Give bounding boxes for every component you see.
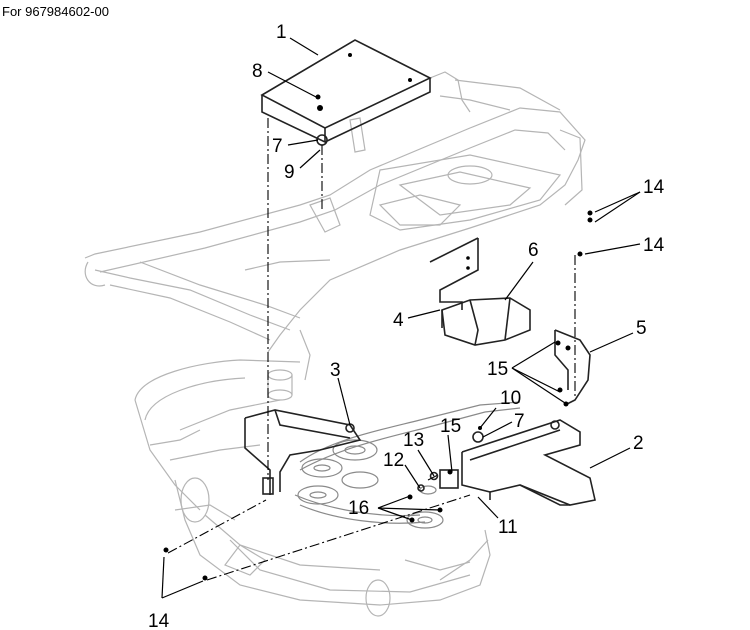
callout-11: 11: [498, 517, 518, 538]
mower-deck: [134, 359, 491, 617]
fastener: [555, 340, 561, 346]
part-1-cover-plate: [260, 39, 432, 144]
part-12-washer: [417, 484, 425, 492]
leader-lines: [161, 37, 641, 599]
callout-7: 7: [272, 136, 283, 157]
mounting-hole: [408, 78, 412, 82]
callout-13: 13: [403, 430, 424, 451]
callout-15: 15: [440, 416, 461, 437]
callout-5: 5: [636, 318, 647, 339]
part-14-bolt: [587, 210, 593, 216]
part-14-bolt: [587, 217, 593, 223]
callout-14: 14: [643, 177, 665, 198]
part-6-housing: [441, 297, 531, 346]
part-3-left-deck-bracket: [244, 409, 362, 495]
part-15-bolt: [447, 469, 453, 475]
part-8-screw: [317, 105, 323, 111]
callout-10: 10: [500, 388, 521, 409]
callout-8: 8: [252, 61, 263, 82]
part-2-right-deck-bracket: [439, 419, 596, 506]
callout-15: 15: [487, 359, 508, 380]
mounting-hole: [315, 94, 321, 100]
callout-9: 9: [284, 162, 295, 183]
part-14-bolt: [577, 251, 583, 257]
fastener: [565, 345, 571, 351]
mounting-hole: [348, 53, 352, 57]
mower-frame: [84, 71, 586, 401]
document-reference: For 967984602-00: [2, 4, 109, 19]
callout-16: 16: [348, 498, 369, 519]
callout-7: 7: [514, 411, 525, 432]
mounting-hole: [466, 266, 470, 270]
callout-6: 6: [528, 240, 539, 261]
callout-14: 14: [148, 611, 170, 630]
callout-2: 2: [633, 433, 644, 454]
callout-1: 1: [276, 22, 287, 43]
callout-4: 4: [393, 310, 404, 331]
part-13-nut: [429, 471, 439, 481]
callout-3: 3: [330, 360, 341, 381]
callout-12: 12: [383, 450, 404, 471]
part-5-side-bracket: [554, 329, 591, 407]
part-7-spacer: [472, 431, 484, 443]
part-14-bolt: [163, 547, 169, 553]
assembly-alignment-lines: [167, 118, 576, 581]
mounting-hole: [466, 256, 470, 260]
part-16-bolt: [407, 494, 413, 500]
part-14-bolt: [202, 575, 208, 581]
callout-14: 14: [643, 235, 665, 256]
deck-belt-and-pulleys: [294, 401, 521, 529]
